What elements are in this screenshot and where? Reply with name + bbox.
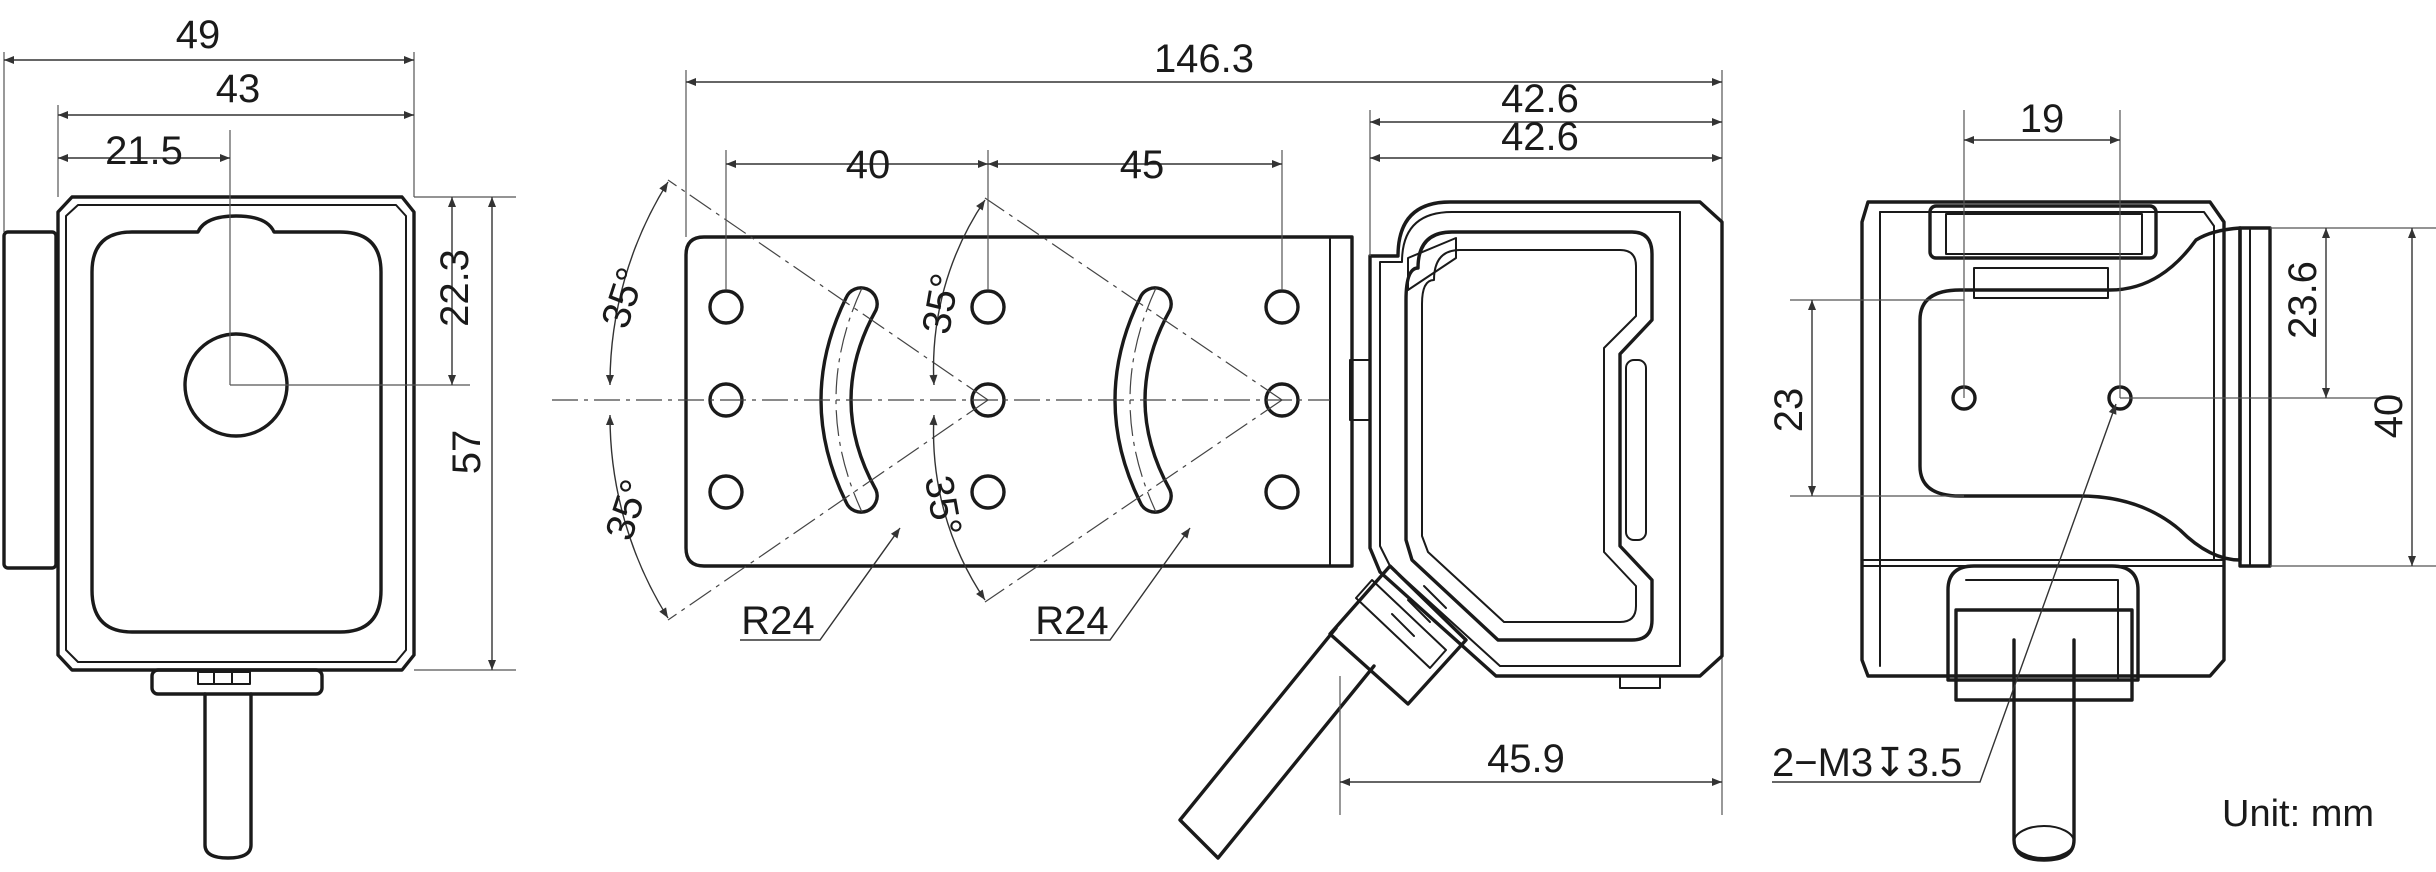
unit-label: Unit: mm xyxy=(2222,793,2374,835)
thread-callout: 2−M3↧3.5 xyxy=(1772,741,1962,785)
side-view: 42.6 42.6 45.9 xyxy=(1178,77,1724,860)
dim-rear-height-a: 23.6 xyxy=(2281,261,2325,339)
dim-front-center-offset: 22.3 xyxy=(433,249,477,327)
dim-front-height: 57 xyxy=(445,430,489,475)
angle-lower-left: 35° xyxy=(597,474,658,545)
angle-lower-mid: 35° xyxy=(916,472,970,539)
dim-front-width-outer: 49 xyxy=(176,13,221,57)
dim-rear-height-b: 40 xyxy=(2367,394,2411,439)
dim-front-width-inner: 43 xyxy=(216,67,261,111)
radius-label-a: R24 xyxy=(741,599,814,643)
dim-rear-hole-spacing: 19 xyxy=(2020,97,2065,141)
front-view: 49 43 21.5 22.3 57 xyxy=(2,13,516,860)
dim-bracket-total-length: 146.3 xyxy=(1154,37,1254,81)
dim-side-depth-b: 42.6 xyxy=(1501,115,1579,159)
dim-bracket-spacing-b: 45 xyxy=(1120,143,1165,187)
dim-rear-hole-height: 23 xyxy=(1767,388,1811,433)
dim-bracket-spacing-a: 40 xyxy=(846,143,891,187)
bracket-view: 146.3 40 45 35° 35° 35° 35° R24 R24 xyxy=(552,37,1723,815)
dim-front-half-width: 21.5 xyxy=(105,129,183,173)
radius-label-b: R24 xyxy=(1035,599,1108,643)
angle-upper-left: 35° xyxy=(593,262,654,333)
rear-view: 19 23 23.6 40 2−M3↧3.5 xyxy=(1767,97,2436,862)
angle-upper-mid: 35° xyxy=(914,270,968,337)
dim-side-depth-a: 42.6 xyxy=(1501,77,1579,121)
dim-side-body-length: 45.9 xyxy=(1487,737,1565,781)
